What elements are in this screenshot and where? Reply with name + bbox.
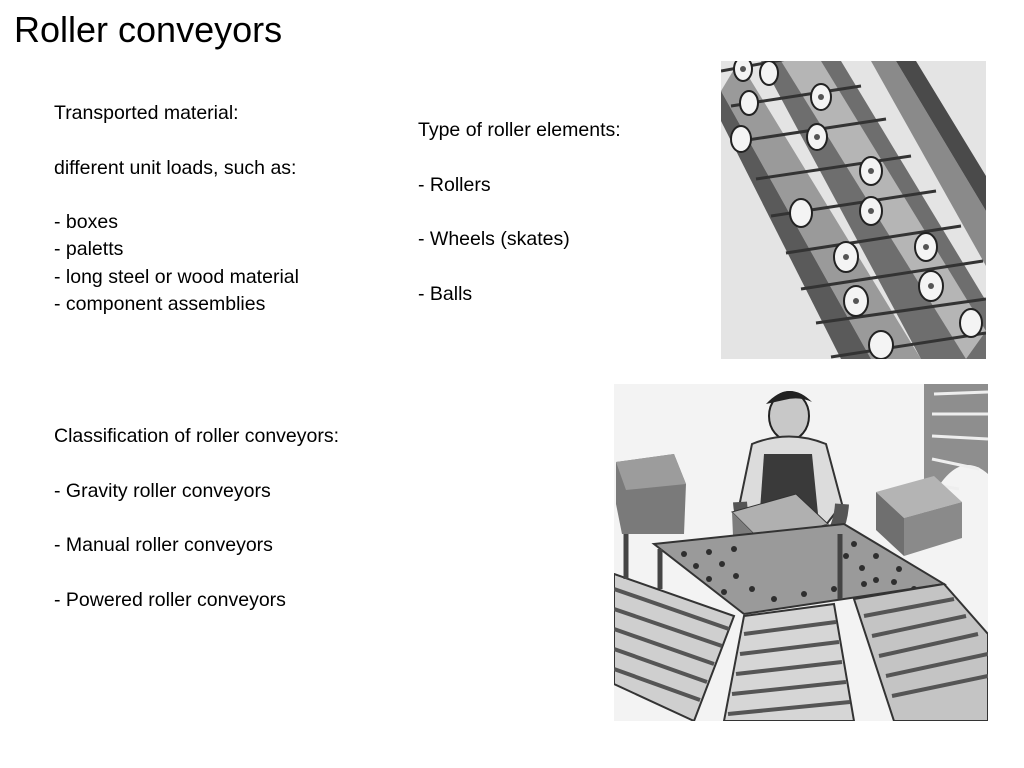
transported-item: - component assemblies xyxy=(54,293,266,316)
roller-type-item: - Wheels (skates) xyxy=(418,228,570,251)
classification-item: - Manual roller conveyors xyxy=(54,534,273,557)
classification-item: - Gravity roller conveyors xyxy=(54,479,271,502)
transported-heading: Transported material: xyxy=(54,102,239,124)
transported-item: - long steel or wood material xyxy=(54,265,299,288)
roller-type-item: - Balls xyxy=(418,282,473,305)
wheel-conveyor-illustration xyxy=(721,61,986,359)
spacer xyxy=(54,559,339,586)
spacer xyxy=(54,182,299,209)
roller-type-item: - Rollers xyxy=(418,173,491,196)
spacer xyxy=(418,144,621,171)
ball-transfer-table-illustration xyxy=(614,384,988,721)
ball-transfer-drawing xyxy=(614,384,988,721)
transported-material-section: Transported material: different unit loa… xyxy=(54,100,299,318)
roller-types-section: Type of roller elements: - Rollers - Whe… xyxy=(418,117,621,308)
spacer xyxy=(54,450,339,477)
classification-item: - Powered roller conveyors xyxy=(54,588,286,611)
roller-types-heading: Type of roller elements: xyxy=(418,119,621,141)
spacer xyxy=(54,505,339,532)
spacer xyxy=(54,127,299,154)
transported-item: - paletts xyxy=(54,238,124,261)
spacer xyxy=(418,253,621,280)
transported-item: - boxes xyxy=(54,211,118,234)
page-title: Roller conveyors xyxy=(14,9,283,50)
classification-heading: Classification of roller conveyors: xyxy=(54,425,340,447)
transported-intro: different unit loads, such as: xyxy=(54,156,297,179)
spacer xyxy=(418,199,621,226)
classification-section: Classification of roller conveyors: - Gr… xyxy=(54,423,339,614)
wheel-conveyor-drawing xyxy=(721,61,986,359)
